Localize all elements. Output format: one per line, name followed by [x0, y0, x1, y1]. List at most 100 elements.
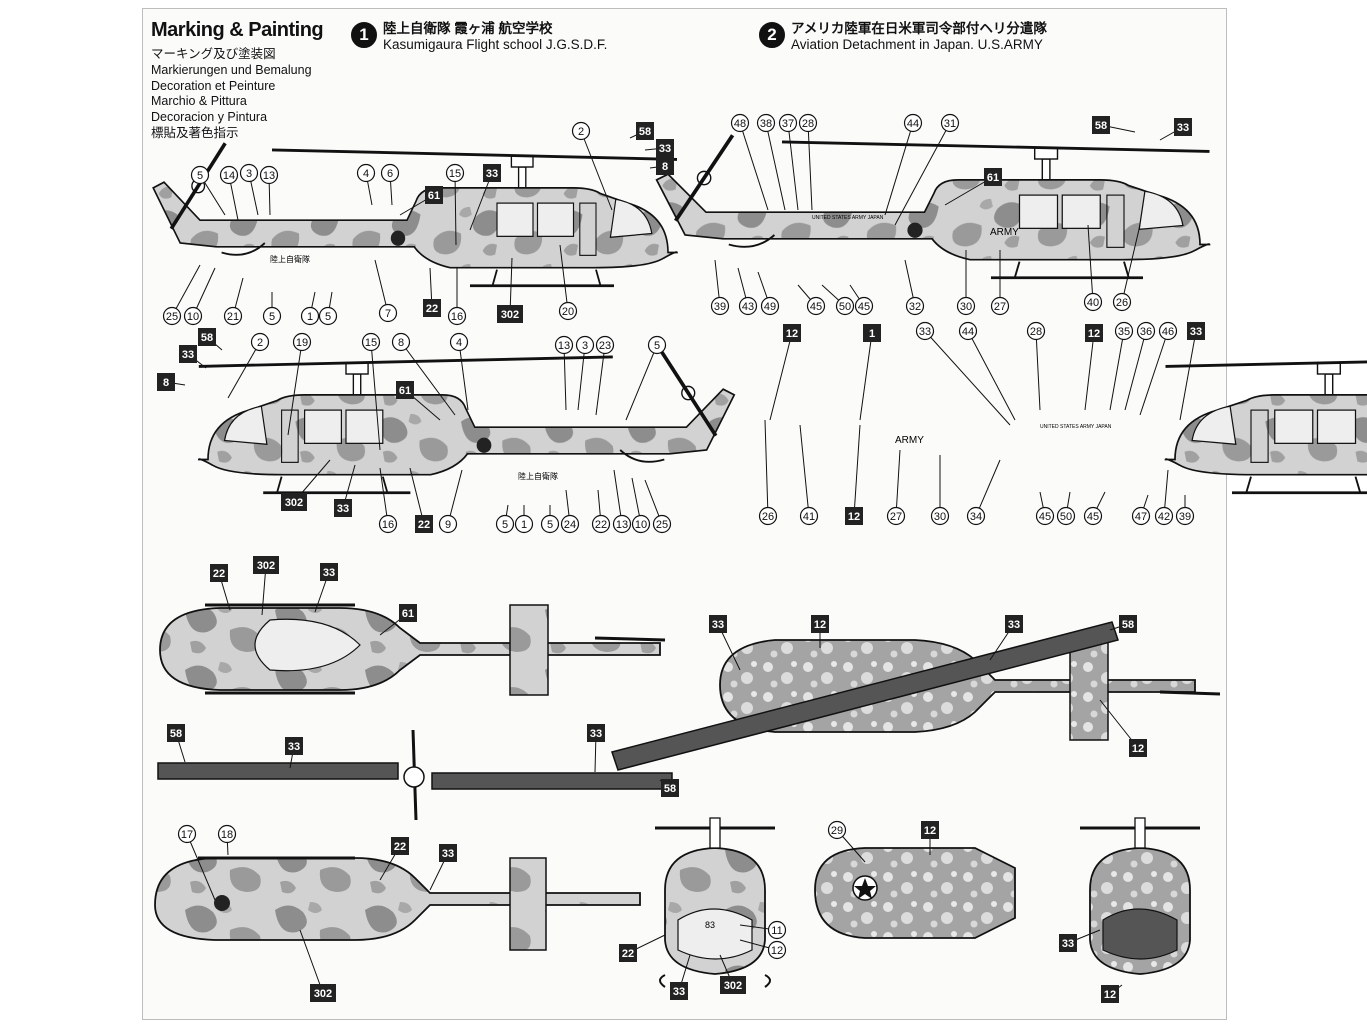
svg-text:9: 9 — [445, 519, 451, 531]
decal-callout-12: 12 — [845, 424, 863, 525]
decal-callout-12: 12 — [1101, 984, 1123, 1003]
svg-text:28: 28 — [1030, 326, 1042, 338]
svg-text:8: 8 — [163, 377, 169, 389]
svg-text:33: 33 — [323, 567, 335, 579]
decal-callout-1: 1 — [859, 324, 881, 421]
decal-callout-58: 58 — [198, 328, 223, 351]
svg-text:33: 33 — [659, 143, 671, 155]
svg-text:42: 42 — [1158, 511, 1170, 523]
part-callout-2: 2 — [227, 332, 270, 399]
part-callout-14: 14 — [219, 165, 239, 221]
svg-text:13: 13 — [616, 519, 628, 531]
part-callout-15: 15 — [361, 332, 381, 451]
svg-text:27: 27 — [994, 301, 1006, 313]
svg-text:61: 61 — [428, 190, 440, 202]
part-callout-35: 35 — [1109, 321, 1134, 411]
translation-de: Markierungen und Bemalung — [151, 62, 312, 77]
part-callout-38: 38 — [756, 113, 786, 211]
svg-text:14: 14 — [223, 170, 235, 182]
decal-callout-33: 33 — [285, 737, 303, 769]
svg-text:12: 12 — [1104, 989, 1116, 1001]
svg-text:3: 3 — [582, 340, 588, 352]
part-callout-37: 37 — [778, 113, 799, 211]
svg-text:33: 33 — [1008, 619, 1020, 631]
svg-text:302: 302 — [285, 497, 303, 509]
svg-text:302: 302 — [724, 980, 742, 992]
svg-text:36: 36 — [1140, 326, 1152, 338]
part-callout-32: 32 — [904, 259, 925, 316]
part-callout-12: 12 — [739, 939, 787, 960]
svg-text:3: 3 — [246, 168, 252, 180]
svg-text:7: 7 — [385, 308, 391, 320]
part-callout-16: 16 — [378, 467, 398, 534]
part-callout-1: 1 — [514, 505, 534, 534]
svg-text:46: 46 — [1162, 326, 1174, 338]
part-callout-5: 5 — [262, 292, 282, 326]
part-callout-27: 27 — [990, 250, 1010, 316]
part-callout-50: 50 — [1056, 491, 1076, 526]
svg-text:29: 29 — [831, 825, 843, 837]
part-callout-11: 11 — [739, 920, 787, 940]
decal-callout-61: 61 — [944, 168, 1002, 206]
part-callout-47: 47 — [1131, 494, 1151, 526]
svg-text:12: 12 — [1088, 328, 1100, 340]
svg-text:12: 12 — [771, 945, 783, 957]
decal-callout-302: 302 — [281, 459, 331, 511]
svg-text:12: 12 — [848, 511, 860, 523]
army-lettering-bottom: ARMY — [895, 435, 924, 446]
decal-callout-33: 33 — [1059, 929, 1101, 952]
part-callout-7: 7 — [374, 259, 398, 323]
svg-text:33: 33 — [182, 349, 194, 361]
part-callout-3: 3 — [239, 163, 259, 216]
scheme-1-jp: 陸上自衛隊 霞ヶ浦 航空学校 — [383, 21, 553, 36]
part-callout-2: 2 — [571, 121, 613, 211]
part-callout-44: 44 — [958, 321, 1016, 421]
part-callout-5: 5 — [495, 504, 515, 534]
svg-text:33: 33 — [486, 168, 498, 180]
decal-callout-33: 33 — [179, 345, 207, 369]
decal-callout-302: 302 — [497, 257, 523, 323]
scheme-2-badge: 2 — [759, 22, 785, 48]
s2-side-view-left — [654, 133, 1212, 280]
svg-text:22: 22 — [213, 568, 225, 580]
decal-callout-302: 302 — [719, 954, 746, 994]
svg-text:302: 302 — [501, 309, 519, 321]
svg-text:45: 45 — [810, 301, 822, 313]
decal-callout-58: 58 — [167, 724, 186, 763]
svg-text:31: 31 — [944, 118, 956, 130]
part-callout-8: 8 — [391, 332, 456, 416]
decal-callout-22: 22 — [409, 467, 433, 533]
decal-callout-22: 22 — [423, 267, 441, 317]
translation-zh: 標貼及著色指示 — [151, 125, 239, 140]
army-lettering-top: ARMY — [990, 227, 1019, 238]
decal-callout-8: 8 — [157, 373, 186, 391]
decal-callout-58: 58 — [659, 779, 679, 797]
decal-callout-33: 33 — [334, 464, 356, 517]
part-callout-44: 44 — [884, 113, 923, 216]
decal-callout-22: 22 — [619, 934, 666, 962]
svg-text:23: 23 — [599, 340, 611, 352]
svg-text:8: 8 — [398, 337, 404, 349]
svg-text:21: 21 — [227, 311, 239, 323]
part-callout-13: 13 — [554, 335, 574, 411]
part-callout-45: 45 — [849, 284, 874, 316]
part-callout-49: 49 — [757, 271, 780, 316]
svg-text:302: 302 — [257, 560, 275, 572]
svg-text:33: 33 — [1190, 326, 1202, 338]
svg-text:33: 33 — [288, 741, 300, 753]
svg-text:10: 10 — [635, 519, 647, 531]
svg-text:35: 35 — [1118, 326, 1130, 338]
svg-text:11: 11 — [771, 925, 782, 937]
s1-side-view-left — [151, 141, 679, 288]
decal-callout-33: 33 — [644, 139, 674, 157]
svg-text:45: 45 — [858, 301, 870, 313]
svg-text:33: 33 — [1062, 938, 1074, 950]
svg-text:18: 18 — [221, 829, 233, 841]
decal-callout-33: 33 — [1179, 322, 1205, 421]
nose-number: 83 — [705, 920, 715, 930]
part-callout-10: 10 — [631, 477, 651, 534]
part-callout-41: 41 — [799, 424, 819, 526]
part-callout-4: 4 — [356, 163, 376, 206]
part-callout-34: 34 — [966, 459, 1001, 526]
svg-text:39: 39 — [714, 301, 726, 313]
